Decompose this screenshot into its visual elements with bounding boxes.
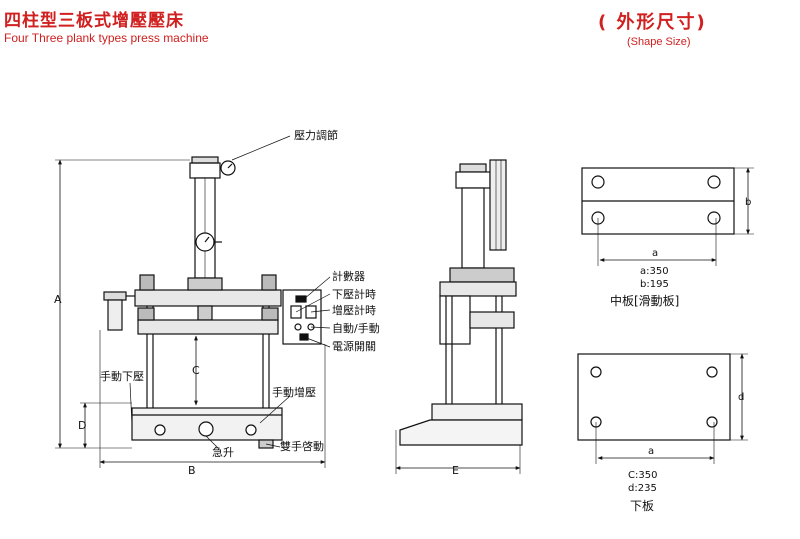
- shape-size-subtitle: (Shape Size): [627, 36, 691, 48]
- manual-down-button-icon: [154, 424, 166, 436]
- pressure-adjust-label: 壓力調節: [294, 128, 338, 142]
- dual-start-label: 雙手啓動: [280, 439, 324, 453]
- auto-manual-label: 自動/手動: [332, 321, 380, 335]
- middle-plate-caption: 中板[滑動板]: [610, 293, 679, 308]
- front-view: [55, 135, 331, 468]
- side-base: [399, 419, 523, 446]
- lower-plate-value-d: d:235: [628, 483, 657, 494]
- side-top-plate: [439, 281, 517, 297]
- middle-plate-drawing: [581, 167, 754, 266]
- dimension-b-label: B: [188, 464, 196, 477]
- middle-plate-dim-b: b: [745, 197, 751, 208]
- middle-plate-front: [137, 319, 279, 335]
- dimension-c-label: C: [192, 364, 200, 377]
- lower-plate-value-c: C:350: [628, 470, 657, 481]
- emergency-up-button-icon: [198, 421, 214, 437]
- middle-plate-dim-a: a: [652, 248, 658, 259]
- middle-plate-value-b: b:195: [640, 279, 669, 290]
- top-plate: [134, 289, 282, 307]
- emergency-up-label: 急升: [212, 445, 234, 459]
- lower-plate-caption: 下板: [630, 499, 654, 513]
- cylinder-head: [189, 162, 221, 179]
- dimension-a-label: A: [54, 293, 62, 306]
- side-middle-plate: [469, 311, 515, 329]
- lower-plate-dim-d: d: [738, 392, 744, 403]
- boost-timer-label: 增壓計時: [332, 303, 376, 317]
- lower-plate-dim-a: a: [648, 446, 654, 457]
- counter-label: 計數器: [332, 269, 365, 283]
- cylinder-cap: [191, 156, 219, 164]
- dimension-e-label: E: [452, 464, 459, 477]
- side-cylinder-cover: [489, 159, 507, 251]
- manual-boost-button-icon: [245, 424, 257, 436]
- shape-size-title: ( 外形尺寸): [598, 12, 707, 33]
- lower-plate-drawing: [577, 353, 748, 464]
- down-timer-label: 下壓計時: [332, 287, 376, 301]
- manual-down-label: 手動下壓: [100, 369, 144, 383]
- page-subtitle: Four Three plank types press machine: [4, 31, 209, 45]
- page-title: 四柱型三板式增壓壓床: [4, 11, 184, 31]
- air-filter-icon: [103, 291, 127, 301]
- dimension-d-label: D: [78, 419, 86, 432]
- side-view: [395, 159, 523, 474]
- manual-boost-label: 手動增壓: [272, 385, 316, 399]
- power-switch-label: 電源開關: [332, 339, 376, 353]
- middle-plate-value-a: a:350: [640, 266, 669, 277]
